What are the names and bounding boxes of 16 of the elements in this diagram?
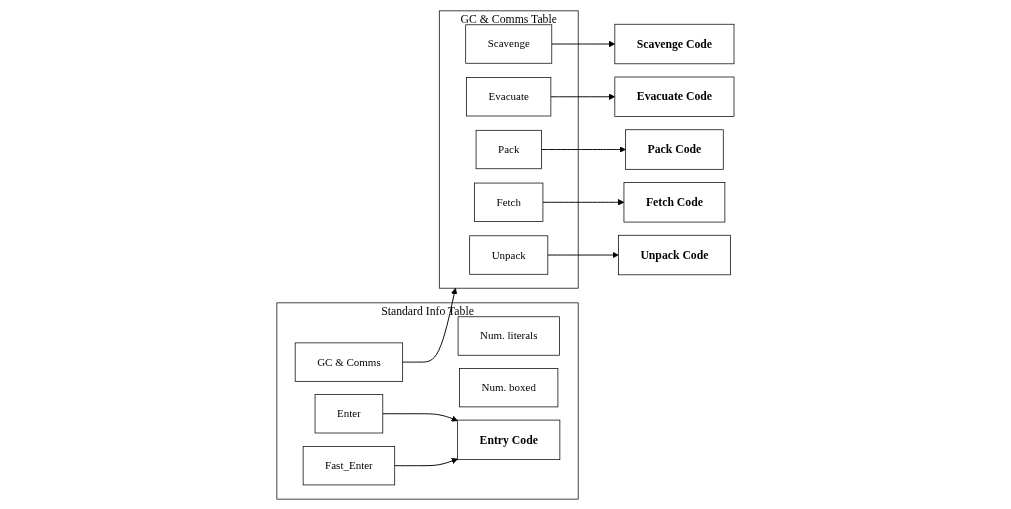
node-box: Entry Code xyxy=(457,419,561,460)
node-box: Pack Code xyxy=(625,128,724,170)
node-box: Unpack Code xyxy=(618,234,731,275)
node-box: Scavenge xyxy=(465,23,553,64)
node-box: Evacuate xyxy=(466,76,552,116)
node-box: Fast_Enter xyxy=(302,445,396,485)
node-box: Enter xyxy=(314,393,384,433)
node-box: Pack xyxy=(475,129,542,169)
node-box: Fetch Code xyxy=(623,181,726,222)
node-box: Num. literals xyxy=(457,315,560,356)
node-box: Evacuate Code xyxy=(614,76,735,117)
node-box: GC & Comms xyxy=(294,342,404,382)
node-box: Num. boxed xyxy=(459,367,559,407)
node-box: Fetch xyxy=(474,182,544,222)
node-box: Unpack xyxy=(469,234,549,275)
node-box: Scavenge Code xyxy=(614,23,735,64)
